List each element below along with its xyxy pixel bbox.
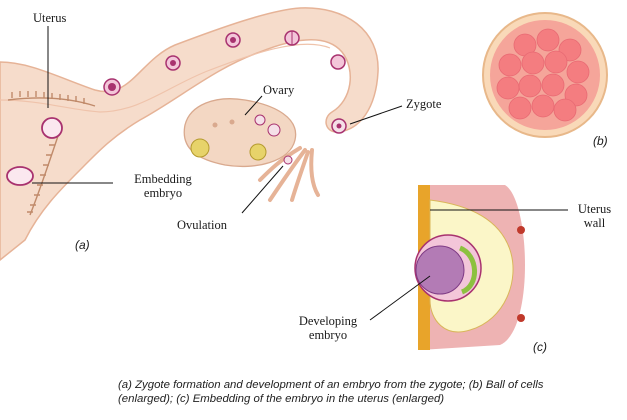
label-zygote: Zygote (406, 97, 442, 111)
panel-label-c: (c) (533, 340, 547, 354)
uterus-illustration (0, 7, 403, 261)
caption-line2: (enlarged); (c) Embedding of the embryo … (118, 393, 445, 405)
label-developing-line1: Developing (298, 314, 358, 328)
caption-line1: (a) Zygote formation and development of … (118, 379, 544, 391)
label-ovulation: Ovulation (177, 218, 227, 232)
label-ovary: Ovary (263, 83, 295, 97)
panel-label-a: (a) (75, 238, 90, 252)
label-developing-line2: embryo (308, 328, 348, 342)
panel-label-b: (b) (593, 134, 608, 148)
figure-caption: (a) Zygote formation and development of … (118, 378, 618, 406)
ball-of-cells (482, 12, 608, 138)
embedding-illustration (369, 185, 568, 350)
label-embedding-line1: Embedding (134, 172, 192, 186)
label-uterus-wall-line1: Uterus (577, 202, 612, 216)
label-embedding-line2: embryo (143, 186, 183, 200)
label-uterus: Uterus (33, 11, 67, 25)
label-uterus-wall-line2: wall (583, 216, 606, 230)
